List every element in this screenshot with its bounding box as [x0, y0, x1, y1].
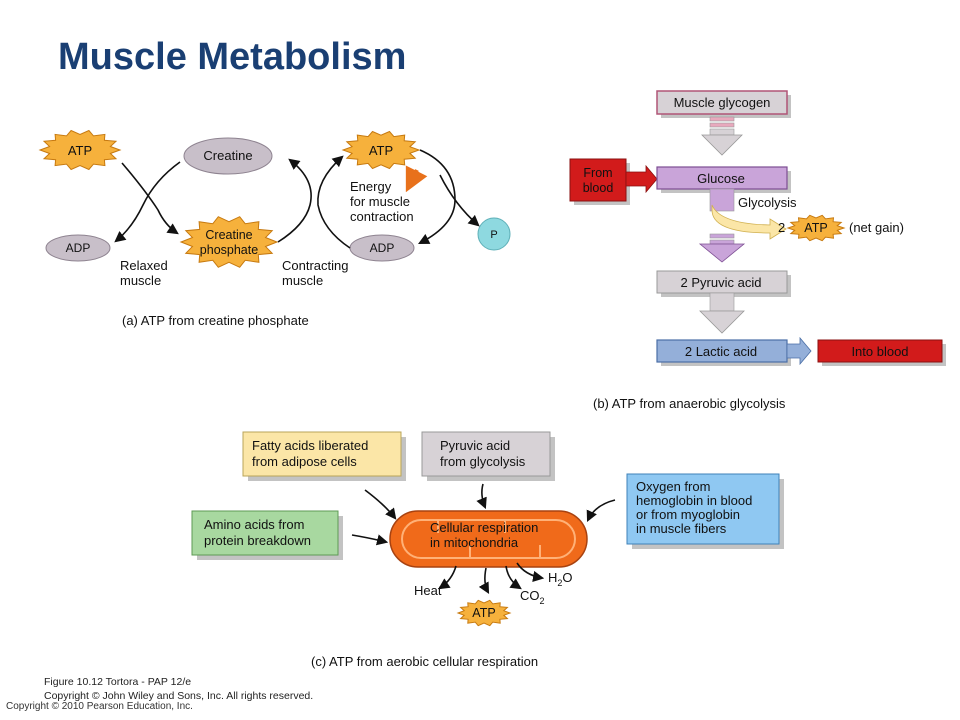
creatine-label: Creatine: [203, 148, 252, 163]
amino-acids-box: Amino acids from protein breakdown: [191, 510, 343, 560]
panel-c-caption: (c) ATP from aerobic cellular respiratio…: [311, 654, 538, 669]
fatty-acids-box: Fatty acids liberated from adipose cells: [242, 431, 406, 481]
arrow-atp-to-adp: [418, 149, 456, 245]
atp-net-gain-label: ATP: [804, 221, 827, 235]
arrow-fatty-to-mito: [364, 489, 397, 520]
energy-arrow: [405, 165, 428, 193]
pyruvic-to-lactic-arrow: [699, 292, 745, 334]
atp-starburst-right: ATP: [341, 130, 421, 170]
creatine-phosphate-label-2: phosphate: [200, 243, 258, 257]
from-blood-label-2: blood: [583, 181, 614, 195]
co2-label: CO2: [520, 588, 545, 606]
net-gain-label: (net gain): [849, 220, 904, 235]
pyruvic-glycolysis-box: Pyruvic acid from glycolysis: [421, 431, 555, 481]
panel-a-creatine-phosphate: ATP ADP Creatine Creatine phosphate ATP …: [38, 129, 511, 328]
from-blood-label-1: From: [583, 166, 612, 180]
arrow-atp-to-creatine-phosphate: [121, 162, 179, 235]
mitochondria-label-2: in mitochondria: [430, 535, 519, 550]
arrow-mito-to-co2: [505, 565, 522, 590]
arrow-mito-to-atp: [478, 567, 490, 594]
pyruvic-acid-label: 2 Pyruvic acid: [681, 275, 762, 290]
panel-a-caption: (a) ATP from creatine phosphate: [122, 313, 309, 328]
figure-caption: Figure 10.12 Tortora - PAP 12/e Copyrigh…: [44, 675, 313, 703]
energy-label-1: Energy: [350, 179, 392, 194]
pyruvic-acid-box: 2 Pyruvic acid: [656, 270, 791, 297]
mitochondria-label-1: Cellular respiration: [430, 520, 538, 535]
glucose-box: Glucose: [656, 166, 791, 193]
oxygen-label-1: Oxygen from: [636, 479, 710, 494]
adp-label-left: ADP: [66, 241, 91, 255]
glucose-label: Glucose: [697, 171, 745, 186]
phosphate-label: P: [490, 229, 497, 241]
arrow-adp-to-atp: [317, 155, 351, 249]
adp-oval-right: ADP: [349, 234, 415, 262]
panel-c-aerobic-respiration: Fatty acids liberated from adipose cells…: [191, 431, 784, 669]
arrow-oxygen-to-mito: [586, 499, 616, 523]
from-blood-box: From blood: [569, 158, 658, 205]
oxygen-label-4: in muscle fibers: [636, 521, 727, 536]
figure-caption-line-1: Figure 10.12 Tortora - PAP 12/e: [44, 676, 192, 688]
adp-oval-left: ADP: [45, 234, 111, 262]
muscle-glycogen-box: Muscle glycogen: [656, 90, 791, 118]
pyruvic-glycolysis-label-1: Pyruvic acid: [440, 438, 510, 453]
creatine-phosphate-label-1: Creatine: [205, 228, 252, 242]
oxygen-label-3: or from myoglobin: [636, 507, 740, 522]
glycogen-to-glucose-arrow: [701, 116, 743, 156]
contracting-label-2: muscle: [282, 273, 323, 288]
lactic-acid-box: 2 Lactic acid: [656, 336, 812, 366]
mitochondria-shape: Cellular respiration in mitochondria: [389, 510, 588, 568]
panel-b-anaerobic-glycolysis: Muscle glycogen From blood Glucose: [569, 90, 946, 411]
atp-output-starburst: ATP: [456, 599, 512, 627]
adp-label-right: ADP: [370, 241, 395, 255]
arrow-mito-to-h2o: [516, 562, 545, 582]
atp-count-label: 2: [778, 220, 785, 235]
amino-acids-label-1: Amino acids from: [204, 517, 304, 532]
creatine-phosphate-starburst: Creatine phosphate: [179, 216, 279, 268]
glycolysis-label: Glycolysis: [738, 195, 797, 210]
fatty-acids-label-2: from adipose cells: [252, 454, 357, 469]
h2o-label: H2O: [548, 570, 573, 588]
panel-b-caption: (b) ATP from anaerobic glycolysis: [593, 396, 786, 411]
fatty-acids-label-1: Fatty acids liberated: [252, 438, 368, 453]
muscle-glycogen-label: Muscle glycogen: [674, 95, 771, 110]
oxygen-box: Oxygen from hemoglobin in blood or from …: [626, 473, 784, 549]
arrow-creatine-phosphate-to-creatine: [277, 158, 312, 243]
atp-starburst-left: ATP: [38, 129, 122, 171]
atp-net-gain-starburst: ATP: [786, 214, 846, 242]
arrow-pyruvic-to-mito: [476, 483, 487, 510]
arrow-mito-to-heat: [438, 565, 457, 590]
contracting-label-1: Contracting: [282, 258, 348, 273]
glycolysis-arrow: [698, 188, 787, 263]
figure-caption-line-2: Copyright © John Wiley and Sons, Inc. Al…: [44, 690, 314, 702]
atp-label-left: ATP: [68, 143, 92, 158]
arrow-to-phosphate: [439, 174, 480, 227]
amino-acids-label-2: protein breakdown: [204, 533, 311, 548]
relaxed-label-2: muscle: [120, 273, 161, 288]
pyruvic-glycolysis-label-2: from glycolysis: [440, 454, 526, 469]
page-title: Muscle Metabolism: [58, 36, 407, 78]
into-blood-label: Into blood: [851, 344, 908, 359]
copyright-footer: Copyright © 2010 Pearson Education, Inc.: [6, 701, 193, 712]
oxygen-label-2: hemoglobin in blood: [636, 493, 752, 508]
relaxed-label-1: Relaxed: [120, 258, 168, 273]
atp-label-right: ATP: [369, 143, 393, 158]
energy-label-3: contraction: [350, 209, 414, 224]
energy-label-2: for muscle: [350, 194, 410, 209]
atp-output-label: ATP: [472, 606, 495, 620]
lactic-acid-label: 2 Lactic acid: [685, 344, 757, 359]
into-blood-box: Into blood: [817, 339, 946, 366]
heat-label: Heat: [414, 583, 442, 598]
arrow-amino-to-mito: [351, 534, 389, 546]
creatine-oval: Creatine: [183, 137, 273, 175]
phosphate-circle: P: [477, 217, 511, 251]
arrow-creatine-to-adp: [114, 161, 181, 243]
